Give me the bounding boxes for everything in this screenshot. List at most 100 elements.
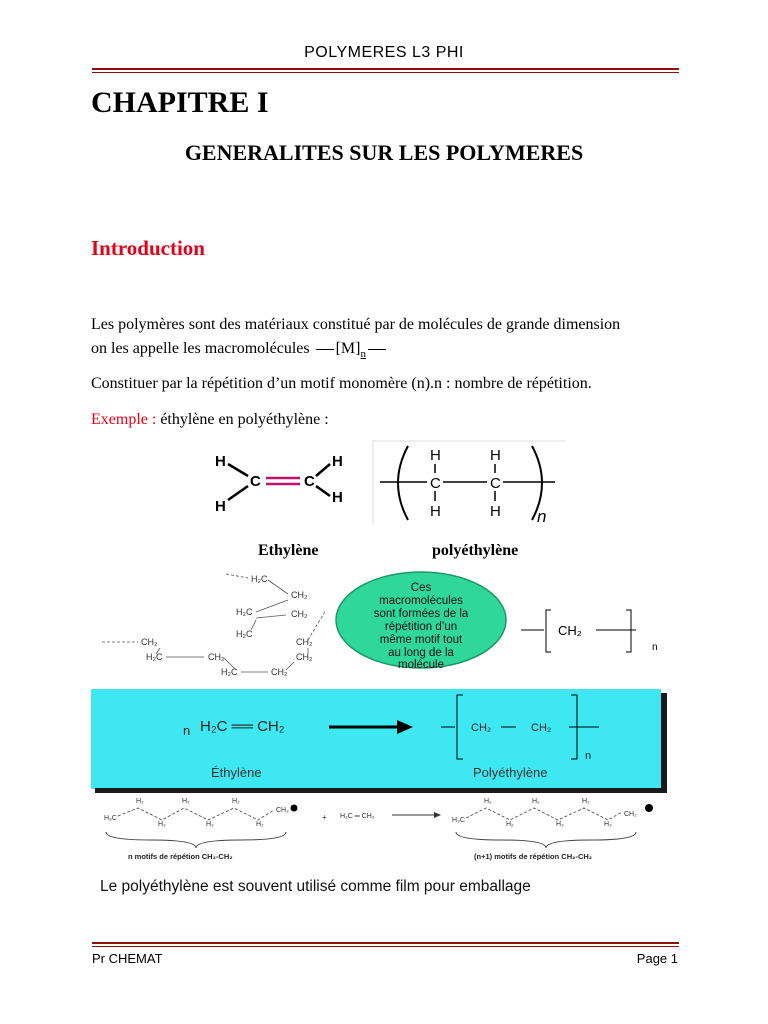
svg-text:répétition d’un: répétition d’un <box>385 621 457 633</box>
svg-text:macromolécules: macromolécules <box>379 595 463 607</box>
svg-text:H₂C: H₂C <box>236 629 253 639</box>
polymer-brackets <box>441 694 599 760</box>
svg-text:H₂: H₂ <box>136 798 144 805</box>
radical-dot <box>645 804 653 812</box>
polyethylene-brackets <box>397 445 543 521</box>
info-bubble <box>335 571 507 669</box>
atom-h: H <box>215 498 226 515</box>
atom-h: H <box>490 447 501 464</box>
intro-line-2-text: on les appelle les macromolécules <box>91 340 310 357</box>
polyethylene-label: polyéthylène <box>432 542 519 559</box>
right-caption: (n+1) motifs de répétion CH₂-CH₂ <box>474 852 592 861</box>
running-header: POLYMERES L3 PHI <box>304 44 464 61</box>
svg-text:H₂: H₂ <box>532 798 540 805</box>
bubble-text: Ces macromolécules sont formées de la ré… <box>374 582 469 671</box>
repeat-unit: CH₂ <box>558 623 582 638</box>
chain-bonds <box>102 573 327 673</box>
atom-c: C <box>490 475 501 492</box>
svg-text:H₃C: H₃C <box>452 817 465 824</box>
repeat-formula-sub: n <box>360 348 366 361</box>
svg-text:sont formées de la: sont formées de la <box>374 608 469 620</box>
footer-rule <box>92 942 679 944</box>
svg-text:H₂: H₂ <box>158 821 166 828</box>
atom-h: H <box>430 503 441 520</box>
atom-h: H <box>490 503 501 520</box>
ethylene-molecule: H H H H C C <box>215 453 343 515</box>
svg-text:H₂: H₂ <box>582 798 590 805</box>
footer-author: Pr CHEMAT <box>92 951 163 966</box>
svg-text:H₂: H₂ <box>556 821 564 828</box>
page-number: Page 1 <box>636 951 678 966</box>
svg-text:H₂C: H₂C <box>146 652 163 662</box>
chapter-subtitle: GENERALITES SUR LES POLYMERES <box>184 140 584 165</box>
chapter-title: CHAPITRE I <box>91 86 269 119</box>
svg-text:H₂C: H₂C <box>236 607 253 617</box>
svg-text:H₂: H₂ <box>256 821 264 828</box>
intro-line-2: on les appelle les macromolécules [M]n <box>91 337 386 366</box>
svg-text:H₂: H₂ <box>182 798 190 805</box>
chain-growth-figure: H₃C H₂ H₂ H₂ H₂ H₂ H₂ CH₂ + H₂C ═ CH₂ H₃… <box>100 798 653 895</box>
svg-text:CH₂: CH₂ <box>208 652 225 662</box>
left-brace <box>105 831 287 849</box>
polyethylene-molecule: H H C C H H n <box>430 447 546 526</box>
monomer-count: n <box>183 723 190 738</box>
svg-text:H₂: H₂ <box>604 821 612 828</box>
bottom-caption: Le polyéthylène est souvent utilisé comm… <box>100 878 531 895</box>
intro-line-1: Les polymères sont des matériaux constit… <box>91 316 621 333</box>
svg-text:H₂: H₂ <box>232 798 240 805</box>
panel-label-ethylene: Éthylène <box>211 765 262 780</box>
atom-c: C <box>304 473 315 490</box>
example-label: Exemple : <box>91 411 157 428</box>
macromolecule-figure: H₂C CH₂ H₂C CH₂ H₂C CH₂ CH₂ H₂C CH₂ CH₂ … <box>102 571 658 677</box>
section-heading: Introduction <box>91 236 205 260</box>
svg-text:H₂C: H₂C <box>221 667 238 677</box>
atom-h: H <box>215 453 226 470</box>
footer-rule-thin <box>92 946 679 947</box>
svg-text:au long de la: au long de la <box>388 647 454 659</box>
atom-c: C <box>430 475 441 492</box>
ethylene-bonds <box>227 462 331 502</box>
svg-text:CH₂: CH₂ <box>296 652 313 662</box>
right-chain: H₃C H₂ H₂ H₂ H₂ H₂ H₂ CH₂ <box>452 798 637 828</box>
example-text: éthylène en polyéthylène : <box>156 411 329 428</box>
atom-h: H <box>332 453 343 470</box>
svg-text:CH₂: CH₂ <box>291 609 308 619</box>
polymer-unit-left: CH₂ <box>471 722 491 734</box>
intro-line-3: Constituer par la répétition d’un motif … <box>91 375 592 392</box>
chain-labels: H₂C CH₂ H₂C CH₂ H₂C CH₂ CH₂ H₂C CH₂ CH₂ … <box>141 574 313 677</box>
polyethylene-bonds <box>380 464 555 501</box>
monomer-formula: H₂C ══ CH₂ <box>200 718 285 735</box>
polymerization-panel: n H₂C ══ CH₂ CH₂ CH₂ n Éthylène Polyéthy… <box>91 689 667 793</box>
svg-text:H₂: H₂ <box>206 821 214 828</box>
svg-text:CH₂: CH₂ <box>141 637 158 647</box>
atom-h: H <box>332 489 343 506</box>
panel-bg <box>91 689 661 789</box>
formula-dash <box>315 348 334 350</box>
unit-brackets <box>521 609 636 653</box>
atom-h: H <box>430 447 441 464</box>
right-brace <box>455 831 637 849</box>
polymer-index: n <box>585 750 591 762</box>
svg-text:CH₂: CH₂ <box>296 637 313 647</box>
svg-text:CH₂: CH₂ <box>624 811 637 818</box>
header-rule <box>92 68 679 70</box>
left-caption: n motifs de répétion CH₂-CH₂ <box>128 852 233 861</box>
panel-label-polyethylene: Polyéthylène <box>473 765 547 780</box>
repeat-formula: [M] <box>335 340 361 357</box>
svg-text:CH₂: CH₂ <box>271 667 288 677</box>
svg-text:H₂C: H₂C <box>251 574 268 584</box>
svg-text:H₂: H₂ <box>484 798 492 805</box>
reaction-arrow-icon <box>329 720 413 734</box>
ethylene-label: Ethylène <box>258 542 319 559</box>
svg-text:Ces: Ces <box>411 582 432 594</box>
radical-dot <box>290 804 298 812</box>
example-line: Exemple : éthylène en polyéthylène : <box>91 408 329 432</box>
repeat-index: n <box>537 507 546 526</box>
polymer-unit-right: CH₂ <box>531 722 551 734</box>
repeat-unit-index: n <box>652 642 658 653</box>
ethylene-structure-figure: H H H H C C H H C C H H n <box>215 440 565 526</box>
svg-text:même motif tout: même motif tout <box>380 634 463 646</box>
growth-arrow-icon <box>392 812 441 818</box>
svg-text:molécule: molécule <box>398 659 444 671</box>
header-rule-thin <box>92 72 679 73</box>
